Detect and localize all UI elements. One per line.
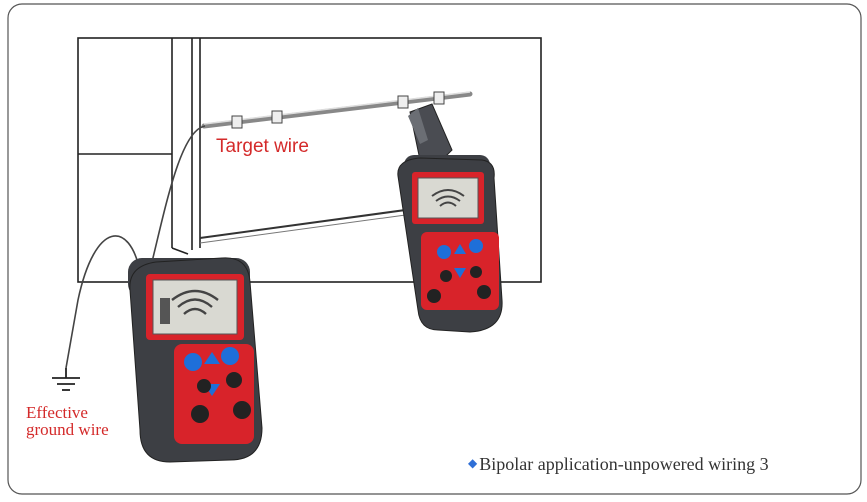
outer-border xyxy=(7,3,862,495)
diamond-bullet-icon: ◆ xyxy=(468,456,478,470)
lead-to-ground xyxy=(65,235,141,369)
ground-label-line-2: ground wire xyxy=(26,420,109,439)
target-wire xyxy=(201,91,473,129)
transmitter-device xyxy=(128,257,263,463)
receiver-device xyxy=(397,103,503,333)
caption-text: Bipolar application-unpowered wiring 3 xyxy=(479,454,769,474)
wall-panel xyxy=(77,37,542,283)
lead-to-target xyxy=(149,125,206,271)
ground-symbol-icon xyxy=(52,368,80,391)
ground-wire-label: Effective ground wire xyxy=(26,404,109,438)
ground-label-line-1: Effective xyxy=(26,403,88,422)
lower-rail xyxy=(199,207,421,239)
target-wire-label: Target wire xyxy=(216,136,309,157)
diagram-caption: ◆Bipolar application-unpowered wiring 3 xyxy=(468,454,769,475)
